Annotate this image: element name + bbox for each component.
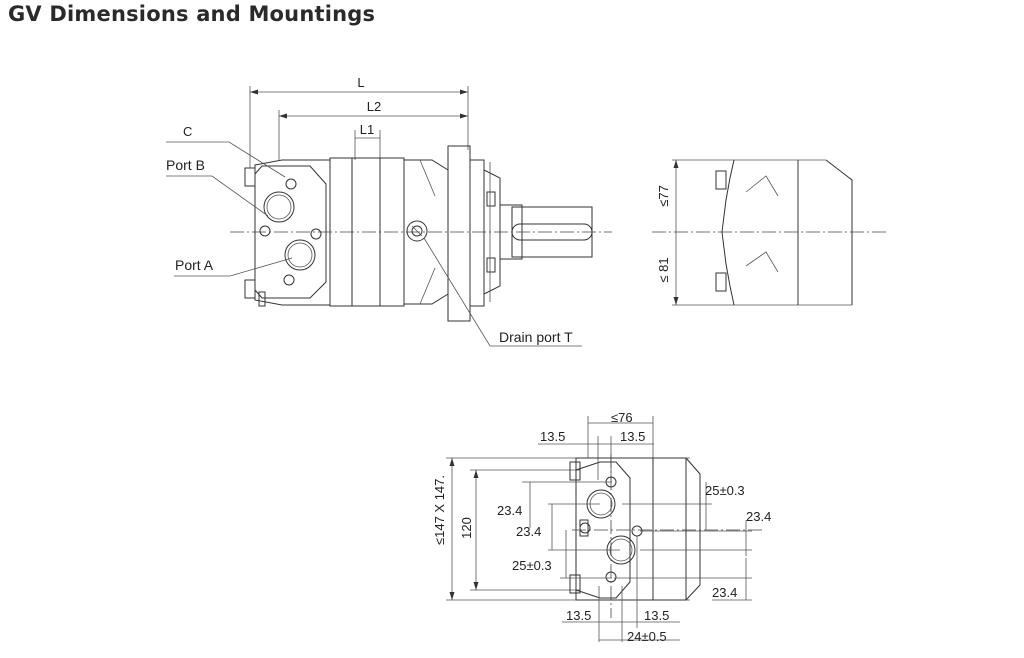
dim-left-tol: 25±0.3 — [512, 558, 552, 573]
dim-l2-label: L2 — [367, 99, 381, 114]
label-c: C — [183, 124, 192, 139]
dim-right-mid: 23.4 — [746, 509, 771, 524]
dim-overall: ≤147 X 147. — [432, 475, 447, 545]
dim-top-right: 13.5 — [620, 429, 645, 444]
dim-right-lower: 23.4 — [712, 585, 737, 600]
dim-left-upper: 23.4 — [497, 503, 522, 518]
dim-l1-label: L1 — [360, 122, 374, 137]
dim-lower-81: ≤ 81 — [656, 257, 671, 282]
page-title: GV Dimensions and Mountings — [8, 2, 376, 26]
end-view: ≤77 ≤ 81 — [652, 159, 888, 306]
label-drain-port: Drain port T — [499, 329, 573, 345]
label-port-b: Port B — [166, 157, 205, 173]
dim-bottom-left: 13.5 — [566, 608, 591, 623]
dim-bottom-tol: 24±0.5 — [627, 629, 667, 644]
dim-top-left: 13.5 — [540, 429, 565, 444]
label-port-a: Port A — [175, 257, 214, 273]
dim-l-label: L — [357, 75, 364, 90]
dim-upper-77: ≤77 — [656, 185, 671, 207]
dim-height-120: 120 — [459, 517, 474, 539]
dim-right-tol: 25±0.3 — [705, 483, 745, 498]
dim-left-mid: 23.4 — [516, 524, 541, 539]
side-view: L L2 L1 — [166, 75, 612, 347]
dim-bottom-right: 13.5 — [644, 608, 669, 623]
mounting-view: ≤76 13.5 13.5 ≤147 X 147. 120 — [432, 410, 771, 644]
dim-top-76: ≤76 — [611, 410, 633, 425]
